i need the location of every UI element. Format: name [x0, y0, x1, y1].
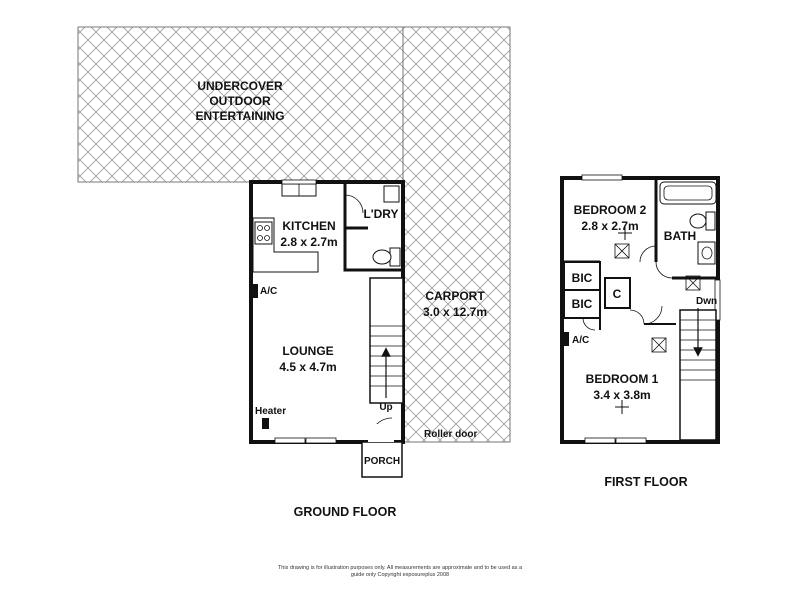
stove-icon: [254, 221, 273, 245]
toilet-icon: [372, 249, 392, 265]
ceiling-fan-icon: [685, 275, 701, 291]
ceiling-fan-icon: [614, 243, 630, 259]
bedroom2-label: BEDROOM 2: [574, 203, 647, 217]
heater-label: Heater: [255, 406, 286, 417]
outdoor-entertaining-area: [77, 26, 404, 183]
outdoor-label-line3: ENTERTAINING: [195, 109, 284, 123]
outdoor-label-line1: UNDERCOVER: [197, 79, 283, 93]
lounge-label: LOUNGE: [282, 344, 333, 358]
bic-cupboard-upper: [563, 261, 601, 291]
bedroom2-size: 2.8 x 2.7m: [581, 219, 638, 233]
porch-label: PORCH: [364, 456, 400, 467]
ground-floor-heading: GROUND FLOOR: [294, 505, 397, 519]
ac-unit-icon: [253, 284, 258, 298]
heater-icon: [262, 418, 269, 429]
lounge-size: 4.5 x 4.7m: [279, 360, 336, 374]
disclaimer-line1: This drawing is for illustration purpose…: [277, 565, 523, 571]
disclaimer-line2: guide only Copyright exposureplus 2008: [350, 572, 450, 578]
bath-label: BATH: [664, 229, 696, 243]
bic-cupboard-lower: [563, 289, 601, 319]
carport-size: 3.0 x 12.7m: [423, 305, 487, 319]
bic-label-upper: BIC: [572, 271, 593, 285]
down-label: Dwn: [696, 296, 717, 307]
laundry-label: L'DRY: [363, 207, 398, 221]
light-point-icon: [618, 226, 632, 240]
carport-area: [402, 26, 511, 443]
laundry-wall: [343, 182, 403, 272]
roller-door-label: Roller door: [424, 429, 477, 440]
bic-label-lower: BIC: [572, 297, 593, 311]
ground-floor: UNDERCOVER OUTDOOR ENTERTAINING KITCHEN …: [77, 26, 511, 519]
bedroom1-label: BEDROOM 1: [586, 372, 659, 386]
disclaimer: This drawing is for illustration purpose…: [270, 565, 530, 579]
kitchen-size: 2.8 x 2.7m: [280, 235, 337, 249]
up-label: Up: [379, 402, 392, 413]
ceiling-fan-icon: [651, 337, 667, 353]
bedroom1-size: 3.4 x 3.8m: [593, 388, 650, 402]
kitchen-label: KITCHEN: [282, 219, 335, 233]
bathtub-icon: [659, 181, 717, 205]
ac-unit-icon-first-floor: [564, 332, 569, 346]
first-floor-heading: FIRST FLOOR: [604, 475, 687, 489]
laundry-tub: [383, 185, 400, 203]
cupboard-label: C: [613, 287, 622, 301]
linen-cupboard: [604, 277, 631, 309]
ac-label: A/C: [260, 286, 277, 297]
carport-label: CARPORT: [425, 289, 485, 303]
outdoor-label-line2: OUTDOOR: [209, 94, 271, 108]
first-floor: BEDROOM 2 2.8 x 2.7m BATH BIC BIC C Dwn …: [560, 174, 721, 489]
vanity-icon: [697, 241, 716, 265]
ac-label-first-floor: A/C: [572, 335, 589, 346]
toilet-icon: [689, 213, 707, 229]
light-point-icon: [615, 400, 629, 414]
